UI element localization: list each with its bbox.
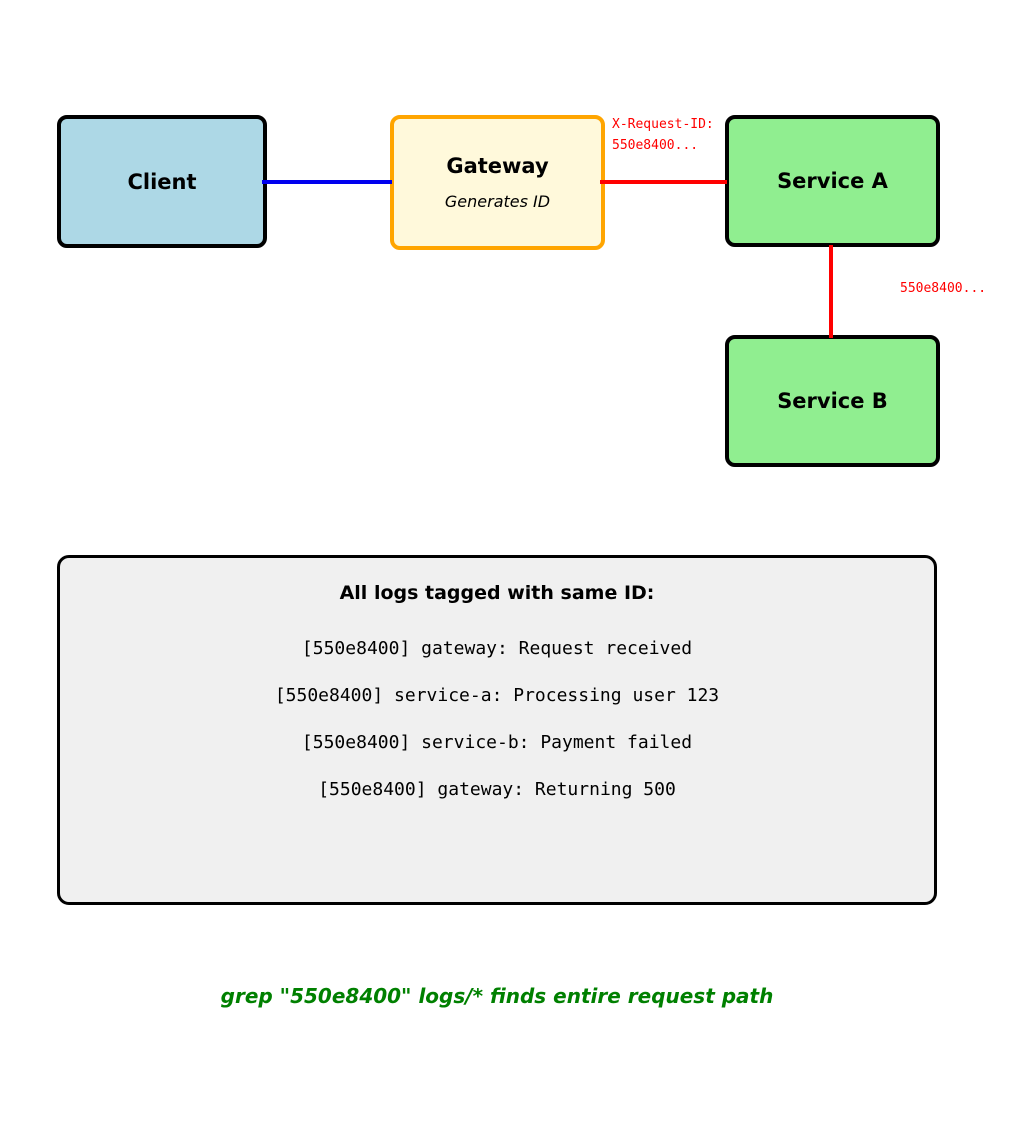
node-gateway-subtitle: Generates ID bbox=[444, 192, 551, 211]
node-service-a: Service A bbox=[725, 115, 940, 247]
node-client: Client bbox=[57, 115, 267, 248]
node-service-b-label: Service B bbox=[777, 389, 888, 413]
log-line: [550e8400] service-b: Payment failed bbox=[301, 732, 693, 753]
log-panel: All logs tagged with same ID: [550e8400]… bbox=[57, 555, 937, 905]
node-service-a-label: Service A bbox=[777, 169, 888, 193]
node-gateway: Gateway Generates ID bbox=[390, 115, 605, 250]
edge-label-x-request-id: X-Request-ID: 550e8400... bbox=[612, 114, 714, 156]
node-client-label: Client bbox=[127, 169, 197, 194]
edge-label-x-request-id-line1: X-Request-ID: bbox=[612, 117, 714, 132]
log-line: [550e8400] gateway: Returning 500 bbox=[318, 779, 676, 800]
edge-client-gateway bbox=[262, 180, 392, 184]
edge-label-service-b-id: 550e8400... bbox=[900, 281, 987, 296]
node-gateway-label: Gateway bbox=[446, 154, 549, 178]
log-line: [550e8400] service-a: Processing user 12… bbox=[274, 685, 720, 706]
log-lines: [550e8400] gateway: Request received [55… bbox=[60, 638, 934, 800]
edge-service-a-service-b bbox=[829, 245, 833, 338]
node-service-b: Service B bbox=[725, 335, 940, 467]
edge-gateway-service-a bbox=[600, 180, 727, 184]
log-panel-title: All logs tagged with same ID: bbox=[339, 582, 655, 604]
log-line: [550e8400] gateway: Request received bbox=[301, 638, 693, 659]
edge-label-x-request-id-line2: 550e8400... bbox=[612, 138, 699, 153]
diagram-caption: grep "550e8400" logs/* finds entire requ… bbox=[220, 984, 774, 1008]
